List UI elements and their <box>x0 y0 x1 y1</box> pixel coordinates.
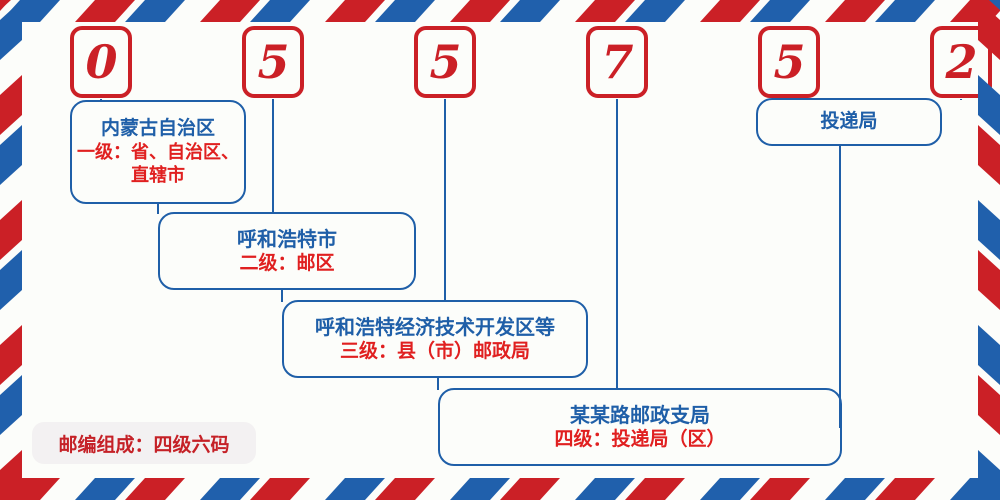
postcode-digit-6-value: 2 <box>945 35 977 89</box>
delivery-office-box: 投递局 <box>756 98 942 146</box>
level-4-title: 某某路邮政支局 <box>570 402 710 427</box>
delivery-office-title: 投递局 <box>820 110 878 133</box>
level-3-box: 呼和浩特经济技术开发区等 三级：县（市）邮政局 <box>282 300 588 378</box>
level-4-box: 某某路邮政支局 四级：投递局（区） <box>438 388 842 466</box>
level-2-box: 呼和浩特市 二级：邮区 <box>158 212 416 290</box>
postcode-digit-2[interactable]: 5 <box>242 26 304 98</box>
airmail-border-right <box>978 0 1000 500</box>
level-1-subtitle: 一级：省、自治区、直辖市 <box>77 141 239 186</box>
airmail-border-left <box>0 0 22 500</box>
legend-badge: 邮编组成：四级六码 <box>32 422 256 464</box>
postcode-digit-5-value: 5 <box>773 35 805 89</box>
postcode-digit-4[interactable]: 7 <box>586 26 648 98</box>
postcode-digit-2-value: 5 <box>257 35 289 89</box>
level-2-subtitle: 二级：邮区 <box>239 252 335 275</box>
postcode-digit-1[interactable]: 0 <box>70 26 132 98</box>
level-2-title: 呼和浩特市 <box>237 226 337 251</box>
airmail-border-bottom <box>0 478 1000 500</box>
postcode-digit-5[interactable]: 5 <box>758 26 820 98</box>
airmail-border-top <box>0 0 1000 22</box>
postcode-digit-3[interactable]: 5 <box>414 26 476 98</box>
level-4-subtitle: 四级：投递局（区） <box>554 428 726 451</box>
level-3-title: 呼和浩特经济技术开发区等 <box>315 314 555 339</box>
postcode-digit-1-value: 0 <box>85 35 117 89</box>
level-3-subtitle: 三级：县（市）邮政局 <box>339 340 530 363</box>
postcode-digit-3-value: 5 <box>429 35 461 89</box>
legend-text: 邮编组成：四级六码 <box>58 433 230 456</box>
level-1-box: 内蒙古自治区 一级：省、自治区、直辖市 <box>70 100 246 204</box>
level-1-title: 内蒙古自治区 <box>100 117 215 140</box>
postcode-digit-4-value: 7 <box>601 35 633 89</box>
